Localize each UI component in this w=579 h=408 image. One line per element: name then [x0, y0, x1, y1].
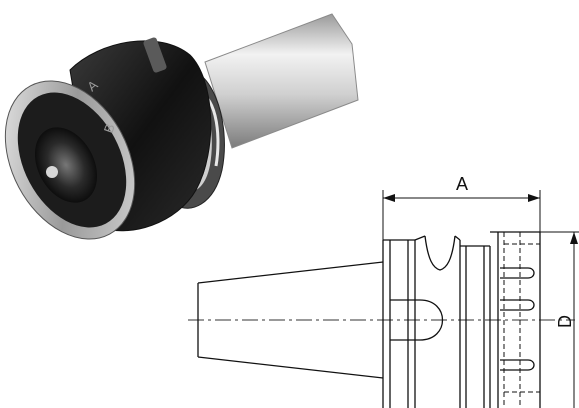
dim-a-arrow-right [528, 194, 540, 202]
dimension-label-a: A [456, 174, 468, 194]
dimension-label-d: D [555, 315, 575, 328]
nut-slot-middle [500, 299, 535, 311]
pull-stud-profile [390, 299, 444, 341]
nut-slot-upper [500, 267, 535, 279]
technical-drawing [188, 190, 579, 408]
nut-hidden-lines [503, 232, 540, 408]
photo-bore [34, 127, 98, 203]
photo-slot [143, 37, 167, 73]
nut-slot-lower [500, 359, 535, 371]
tool-holder-photo: A B [4, 13, 359, 240]
dim-a-arrow-left [383, 194, 395, 202]
v-groove [414, 235, 461, 271]
photo-bore-highlight [46, 166, 58, 178]
photo-taper-shank [204, 13, 359, 149]
taper-outline [197, 261, 384, 379]
body-outline [459, 240, 491, 408]
flange-outline [382, 239, 416, 408]
dim-d-arrow-top [570, 232, 578, 244]
